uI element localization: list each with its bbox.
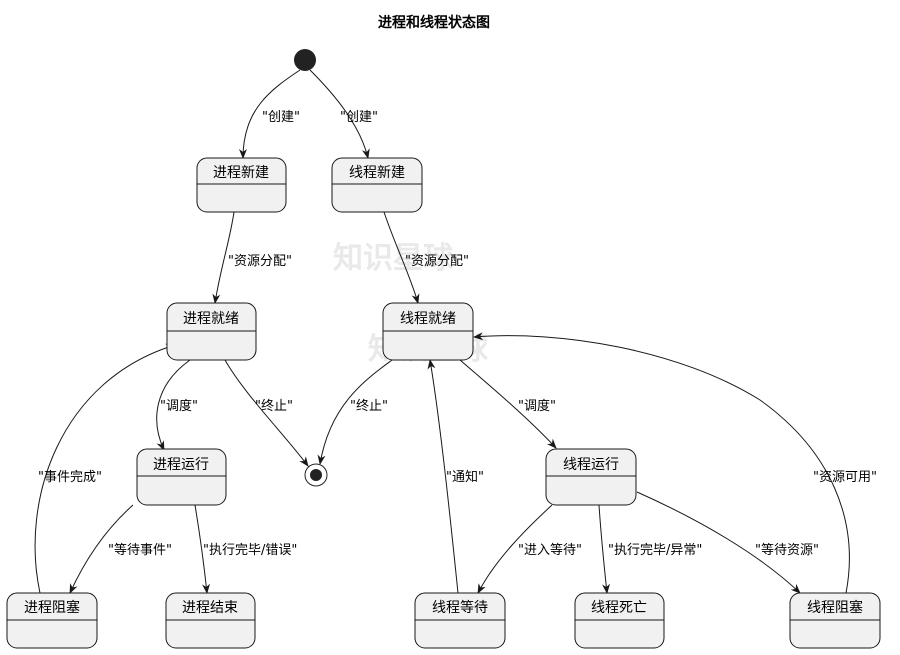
state-process-ready: 进程就绪 [166, 302, 257, 361]
state-process-blocked: 进程阻塞 [6, 592, 98, 649]
label-wait-event: "等待事件" [108, 542, 172, 558]
edge-dispatch-thread [459, 359, 557, 449]
state-label: 线程阻塞 [807, 599, 863, 616]
state-label: 进程结束 [182, 600, 238, 616]
edge-create-thread [309, 69, 370, 159]
label-create-thread: "创建" [340, 110, 378, 125]
state-thread-waiting: 线程等待 [414, 592, 506, 649]
label-dispatch-proc: "调度" [160, 398, 198, 414]
edge-terminate-proc [224, 359, 309, 467]
label-terminate-thread: "终止" [350, 398, 388, 414]
edge-enter-wait [477, 504, 553, 594]
state-label: 线程运行 [563, 457, 619, 473]
state-label: 进程新建 [213, 165, 269, 181]
state-label: 线程死亡 [591, 600, 647, 616]
edge-event-done [34, 343, 176, 594]
label-alloc-thread: "资源分配" [405, 254, 469, 269]
watermark: 知识星球 [333, 241, 454, 276]
edge-alloc-thread [383, 211, 420, 304]
label-exec-done-error: "执行完毕/错误" [203, 543, 297, 558]
label-wait-resource: "等待资源" [755, 542, 819, 558]
label-event-done: "事件完成" [38, 470, 102, 485]
label-alloc-proc: "资源分配" [228, 254, 292, 269]
state-process-finished: 进程结束 [165, 592, 256, 649]
label-terminate-proc: "终止" [255, 398, 293, 414]
state-label: 进程阻塞 [24, 599, 80, 616]
edge-exec-done-exception [598, 504, 611, 594]
state-thread-running: 线程运行 [545, 448, 637, 506]
diagram-title: 进程和线程状态图 [378, 14, 490, 31]
label-exec-done-exception: "执行完毕/异常" [608, 543, 702, 558]
edge-resource-available [473, 332, 850, 594]
state-label: 进程运行 [153, 457, 209, 473]
state-label: 线程新建 [349, 165, 405, 181]
edge-wait-resource [636, 491, 801, 594]
label-create-proc: "创建" [262, 110, 300, 125]
state-thread-blocked: 线程阻塞 [789, 592, 881, 649]
state-thread-dead: 线程死亡 [574, 592, 665, 649]
state-label: 线程就绪 [400, 311, 456, 327]
state-thread-new: 线程新建 [331, 157, 423, 213]
edge-alloc-proc [212, 211, 235, 304]
edge-create-proc [239, 69, 301, 159]
edge-wait-event [69, 504, 134, 594]
edge-notify [427, 359, 459, 594]
edge-terminate-thread [317, 359, 393, 465]
edge-exec-done-error [194, 504, 211, 594]
edge-dispatch-proc [156, 359, 191, 451]
state-process-running: 进程运行 [136, 448, 227, 506]
state-label: 进程就绪 [183, 311, 239, 327]
final-node [304, 463, 328, 487]
label-enter-wait: "进入等待" [518, 542, 582, 558]
label-notify: "通知" [446, 469, 484, 485]
initial-node [294, 49, 316, 71]
label-resource-available: "资源可用" [813, 470, 877, 485]
state-process-new: 进程新建 [196, 157, 287, 213]
state-label: 线程等待 [432, 599, 488, 616]
label-dispatch-thread: "调度" [518, 398, 556, 414]
state-thread-ready: 线程就绪 [382, 302, 474, 361]
